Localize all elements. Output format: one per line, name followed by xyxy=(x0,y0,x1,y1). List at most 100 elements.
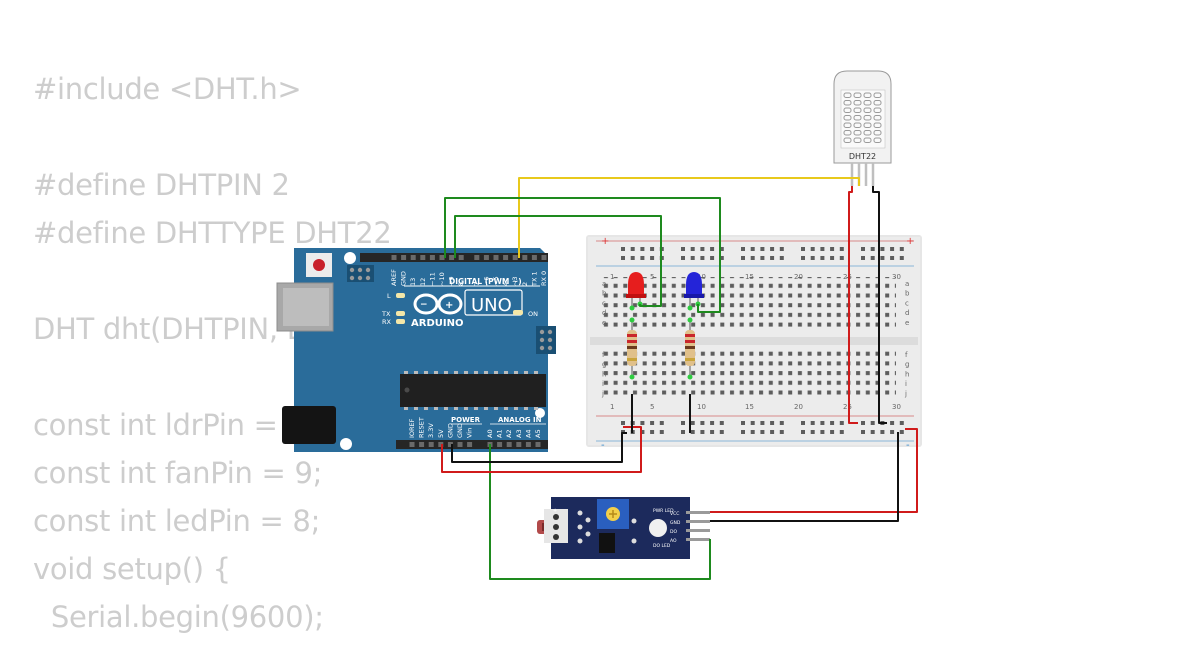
red-led xyxy=(626,272,646,311)
arduino-logo-icon xyxy=(413,293,463,315)
row-letter: b xyxy=(905,290,910,298)
do-led-label: DO LED xyxy=(653,543,671,549)
col-num-1-b: 1 xyxy=(610,403,614,411)
ldr-sensor-module: + PWR LED DO LED VCC GND DO AO xyxy=(537,497,710,559)
col-num-15-b: 15 xyxy=(745,403,754,411)
dht22-label: DHT22 xyxy=(849,152,876,161)
rail-plus-tr: + xyxy=(906,236,914,247)
digital-pin-label: RX 0 xyxy=(540,271,548,286)
dht22-sensor: DHT22 xyxy=(833,70,892,186)
col-num-20: 20 xyxy=(794,273,803,281)
code-line: Serial.begin(9600); xyxy=(33,600,324,634)
wire-gnd-black xyxy=(451,432,627,463)
digital-pin-label: 7 xyxy=(473,282,481,286)
digital-pin-label: 8 xyxy=(457,282,465,286)
digital-pin-label: ~3 xyxy=(511,276,519,286)
ldr-pin-gnd: GND xyxy=(670,520,681,526)
power-pin-label: GND xyxy=(456,423,464,438)
code-line: #define DHTTYPE DHT22 xyxy=(33,216,392,250)
resistor-red-led xyxy=(627,317,637,380)
comparator-chip xyxy=(599,533,615,553)
col-num-10: 10 xyxy=(697,273,706,281)
power-pin-label: IOREF xyxy=(408,418,416,438)
module-led xyxy=(649,519,667,537)
svg-text:−: − xyxy=(420,300,428,310)
rx-label: RX xyxy=(382,318,392,326)
digital-header-label: DIGITAL (PWM ~) xyxy=(449,277,522,286)
ldr-pin-vcc: VCC xyxy=(670,511,679,517)
circuit-diagram: + + - - 1 5 10 15 20 25 30 1 5 10 15 20 … xyxy=(276,70,922,580)
row-letter: c xyxy=(905,299,909,307)
row-letter: f xyxy=(905,351,908,359)
wire-dht-gnd-black xyxy=(872,186,887,424)
power-pin-label: 5V xyxy=(437,429,445,438)
col-num-5-b: 5 xyxy=(650,403,654,411)
row-letter: h xyxy=(905,370,909,378)
code-line: #define DHTPIN 2 xyxy=(33,168,290,202)
wire-5v-red xyxy=(441,426,642,473)
row-letter: a xyxy=(905,280,909,288)
atmega-chip xyxy=(400,374,546,407)
row-letter: d xyxy=(602,309,606,317)
power-pin-label: Vin xyxy=(466,428,474,438)
power-jack xyxy=(282,406,336,444)
row-letter: f xyxy=(602,351,605,359)
digital-pin-label: 4 xyxy=(502,282,510,286)
row-letter: h xyxy=(602,370,606,378)
row-letter: j xyxy=(601,390,604,398)
col-num-10-b: 10 xyxy=(697,403,706,411)
code-line: void setup() { xyxy=(33,552,231,586)
row-letter: e xyxy=(905,319,909,327)
digital-pin-label: 12 xyxy=(419,278,427,286)
digital-pin-label: 2 xyxy=(521,282,529,286)
row-letter: c xyxy=(602,299,606,307)
wire-dht-data-yellow xyxy=(518,177,860,258)
digital-pin-label: 13 xyxy=(409,278,417,286)
col-num-30: 30 xyxy=(892,273,901,281)
digital-pin-label: ~10 xyxy=(438,272,446,286)
power-pin-label: GND xyxy=(446,423,454,438)
analog-pin-label: A3 xyxy=(515,429,523,438)
ldr-pin-do: DO xyxy=(670,529,677,535)
brand-label: ARDUINO xyxy=(411,318,463,329)
rail-plus-tl: + xyxy=(601,236,609,247)
pwr-led-label: PWR LED xyxy=(653,508,674,514)
rail-minus-br: - xyxy=(906,440,910,451)
row-letter: i xyxy=(905,380,907,388)
analog-pin-label: A0 xyxy=(486,429,494,438)
on-led-label: ON xyxy=(528,310,538,318)
code-line: const int fanPin = 9; xyxy=(33,456,323,490)
svg-text:+: + xyxy=(553,508,557,514)
analog-pin-label: A1 xyxy=(496,429,504,438)
row-letter: g xyxy=(602,361,606,369)
col-num-5: 5 xyxy=(650,273,654,281)
analog-pin-label: A5 xyxy=(534,429,542,438)
row-letter: e xyxy=(602,319,606,327)
digital-pin-label: ~11 xyxy=(428,272,436,286)
digital-pin-label: TX 1 xyxy=(530,271,538,287)
col-num-15: 15 xyxy=(745,273,754,281)
tx-label: TX xyxy=(381,310,391,318)
wire-ldr-gnd-black xyxy=(710,432,899,522)
row-letter: d xyxy=(905,309,909,317)
wire-pin8-green xyxy=(454,215,662,307)
col-num-20-b: 20 xyxy=(794,403,803,411)
row-letter: i xyxy=(602,380,604,388)
digital-pin-label: ~5 xyxy=(492,276,500,286)
svg-text:+: + xyxy=(445,300,453,311)
analog-header-label: ANALOG IN xyxy=(498,416,542,424)
model-label: UNO xyxy=(471,295,512,316)
row-letter: g xyxy=(905,361,909,369)
analog-pin-label: A4 xyxy=(524,429,532,438)
row-letter: a xyxy=(602,280,606,288)
ldr-pin-ao: AO xyxy=(670,538,677,544)
code-line: const int ledPin = 8; xyxy=(33,504,321,538)
col-num-25: 25 xyxy=(843,273,852,281)
power-header-label: POWER xyxy=(451,416,481,424)
wire-dht-vcc-red xyxy=(848,186,858,424)
row-letter: j xyxy=(904,390,907,398)
digital-pin-label: GND xyxy=(400,271,408,286)
resistor-blue-led xyxy=(685,317,695,380)
digital-pin-label: ~6 xyxy=(482,276,490,286)
